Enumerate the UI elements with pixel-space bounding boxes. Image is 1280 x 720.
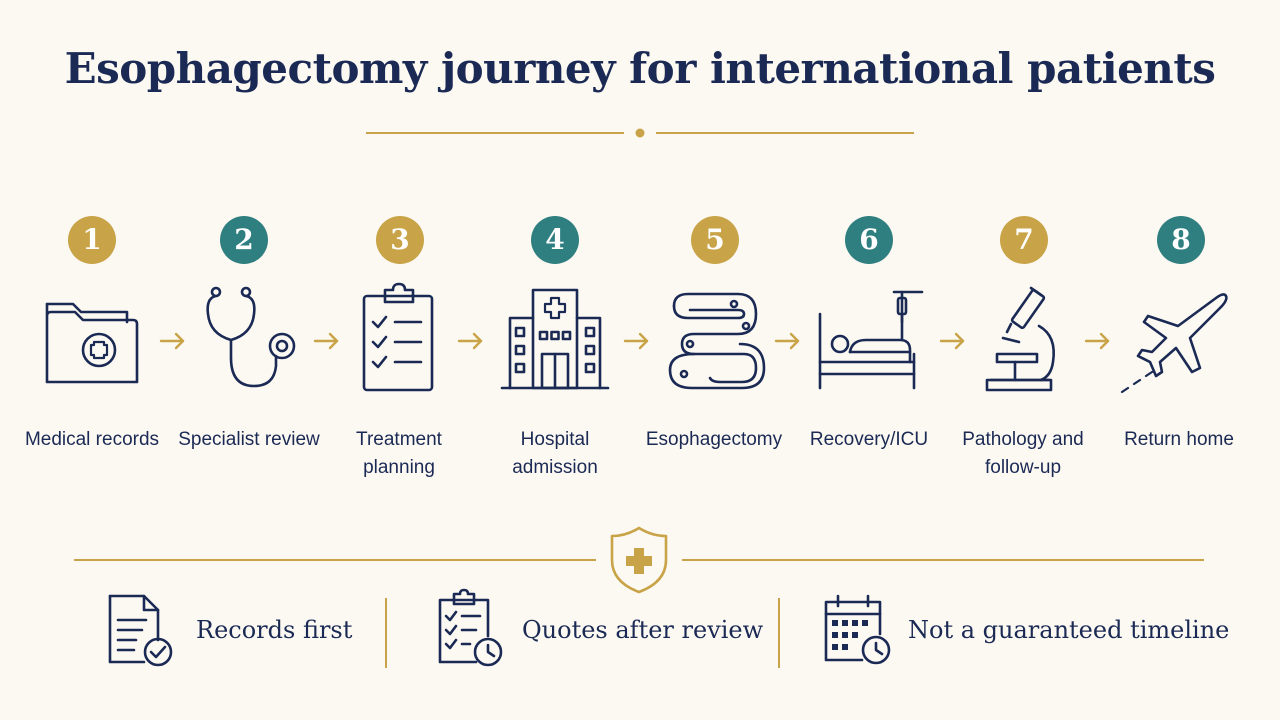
page-title: Esophagectomy journey for international … xyxy=(64,44,1216,93)
medical-folder-icon xyxy=(45,302,139,384)
arrow-right-icon xyxy=(939,332,965,350)
step-number-6: 6 xyxy=(845,216,893,264)
clipboard-checklist-icon xyxy=(362,282,434,392)
note-separator xyxy=(778,598,780,668)
step-label-5: Esophagectomy xyxy=(645,429,783,450)
step-number-4: 4 xyxy=(531,216,579,264)
arrow-right-icon xyxy=(774,332,800,350)
step-number-2: 2 xyxy=(220,216,268,264)
arrow-right-icon xyxy=(457,332,483,350)
arrow-right-icon xyxy=(159,332,185,350)
esophagus-icon xyxy=(668,292,766,390)
step-label-3: Treatment planning xyxy=(356,429,442,478)
title-divider xyxy=(366,128,914,138)
note-text: Quotes after review xyxy=(522,616,764,644)
step-label-4: Hospital admission xyxy=(512,429,598,478)
note-text: Not a guaranteed timeline xyxy=(908,616,1230,644)
step-label-1: Medical records xyxy=(24,429,160,450)
microscope-icon xyxy=(985,286,1055,392)
step-number-8: 8 xyxy=(1157,216,1205,264)
note-separator xyxy=(385,598,387,668)
step-label-6: Recovery/ICU xyxy=(809,429,929,450)
step-number-5: 5 xyxy=(691,216,739,264)
shield-plus-icon xyxy=(610,526,668,594)
calendar-clock-icon xyxy=(824,594,891,665)
step-number-7: 7 xyxy=(1000,216,1048,264)
step-number-1: 1 xyxy=(68,216,116,264)
arrow-right-icon xyxy=(623,332,649,350)
arrow-right-icon xyxy=(1084,332,1110,350)
bottom-divider xyxy=(74,526,1204,594)
step-label-7: Pathology and follow-up xyxy=(962,429,1084,478)
hospital-building-icon xyxy=(500,288,610,390)
step-label-2: Specialist review xyxy=(178,429,320,450)
arrow-right-icon xyxy=(313,332,339,350)
note-text: Records first xyxy=(196,616,353,644)
airplane-icon xyxy=(1120,293,1228,394)
hospital-bed-icon xyxy=(818,290,924,390)
clipboard-clock-icon xyxy=(438,588,503,667)
stethoscope-icon xyxy=(206,286,296,388)
document-check-icon xyxy=(108,594,173,667)
step-label-8: Return home xyxy=(1124,429,1234,450)
step-number-3: 3 xyxy=(376,216,424,264)
